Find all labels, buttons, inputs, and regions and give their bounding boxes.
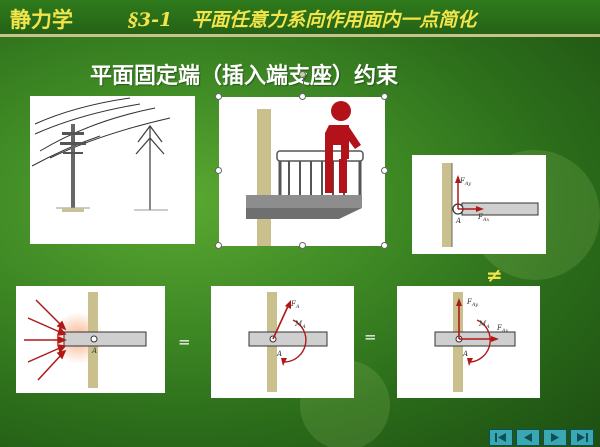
header-bar: [0, 0, 600, 34]
selection-handle[interactable]: [215, 93, 222, 100]
first-slide-icon: [495, 433, 506, 442]
balcony-image[interactable]: [219, 97, 385, 246]
last-slide-icon: [577, 433, 588, 442]
utility-pole-image: [30, 96, 195, 244]
selection-handle[interactable]: [381, 167, 388, 174]
label-point-a: A: [462, 350, 468, 358]
next-slide-icon: [551, 433, 559, 442]
equals-symbol: =: [364, 328, 377, 346]
label-m-a: MA: [478, 320, 490, 330]
last-slide-button[interactable]: [570, 429, 594, 446]
selection-handle[interactable]: [215, 167, 222, 174]
label-f-ax: FAx: [477, 213, 489, 223]
label-m-a: MA: [294, 320, 306, 330]
selection-handle[interactable]: [299, 242, 306, 249]
resultant-force-moment-diagram: FA MA A: [211, 286, 354, 398]
distributed-force-diagram: A: [16, 286, 165, 393]
selection-handle[interactable]: [215, 242, 222, 249]
label-f-ay: FAy: [459, 177, 471, 187]
slide-navigation: [489, 429, 594, 446]
component-force-moment-diagram: FAy MA FAx A: [397, 286, 540, 398]
equals-symbol: =: [178, 333, 191, 351]
section-title: 静力学: [10, 7, 73, 32]
label-point-a: A: [455, 217, 461, 225]
label-f-ay: FAy: [466, 298, 478, 308]
selection-handle[interactable]: [381, 242, 388, 249]
header-divider: [0, 34, 600, 37]
next-slide-button[interactable]: [543, 429, 567, 446]
first-slide-button[interactable]: [489, 429, 513, 446]
slide-subtitle: 平面固定端（插入端支座）约束: [90, 63, 399, 89]
not-equal-symbol: ≠: [486, 263, 503, 287]
label-f-a: FA: [290, 300, 300, 310]
pin-support-diagram: FAy FAx A: [412, 155, 546, 254]
slide-title: §3-1 平面任意力系向作用面内一点简化: [128, 9, 477, 31]
label-f-ax: FAx: [496, 324, 508, 334]
label-point-a: A: [91, 347, 97, 355]
label-point-a: A: [276, 350, 282, 358]
previous-slide-button[interactable]: [516, 429, 540, 446]
previous-slide-icon: [524, 433, 532, 442]
selection-handle[interactable]: [299, 93, 306, 100]
selection-handle[interactable]: [381, 93, 388, 100]
rotation-handle[interactable]: [299, 71, 306, 78]
rotation-line: [303, 76, 304, 94]
